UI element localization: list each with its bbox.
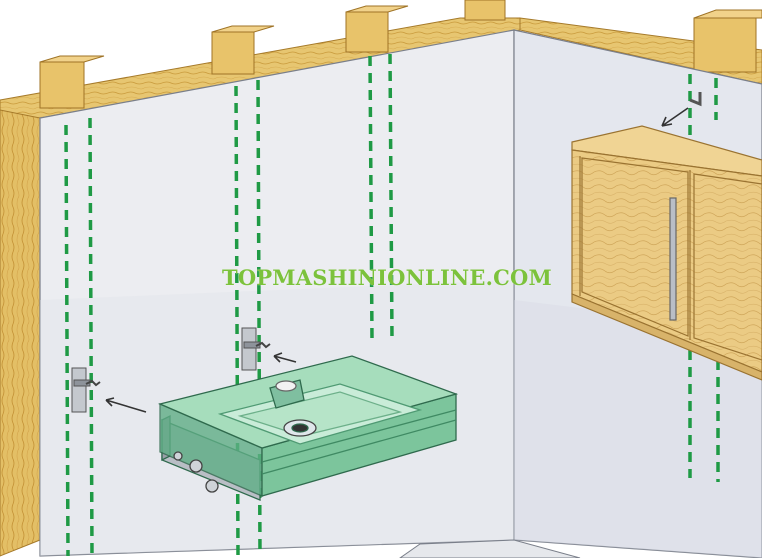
- wash-basin: [157, 355, 459, 501]
- wall-hook-icon: [689, 92, 702, 107]
- bracket-icon: [71, 327, 271, 413]
- arrows: [105, 352, 297, 413]
- watermark-text: TOPMASHINIONLINE.COM: [222, 265, 552, 290]
- arrow-icon: [661, 107, 689, 127]
- wall-cabinet: [571, 125, 762, 381]
- left-frame: [0, 109, 41, 557]
- floor: [399, 539, 581, 558]
- stud-tops: [39, 0, 762, 109]
